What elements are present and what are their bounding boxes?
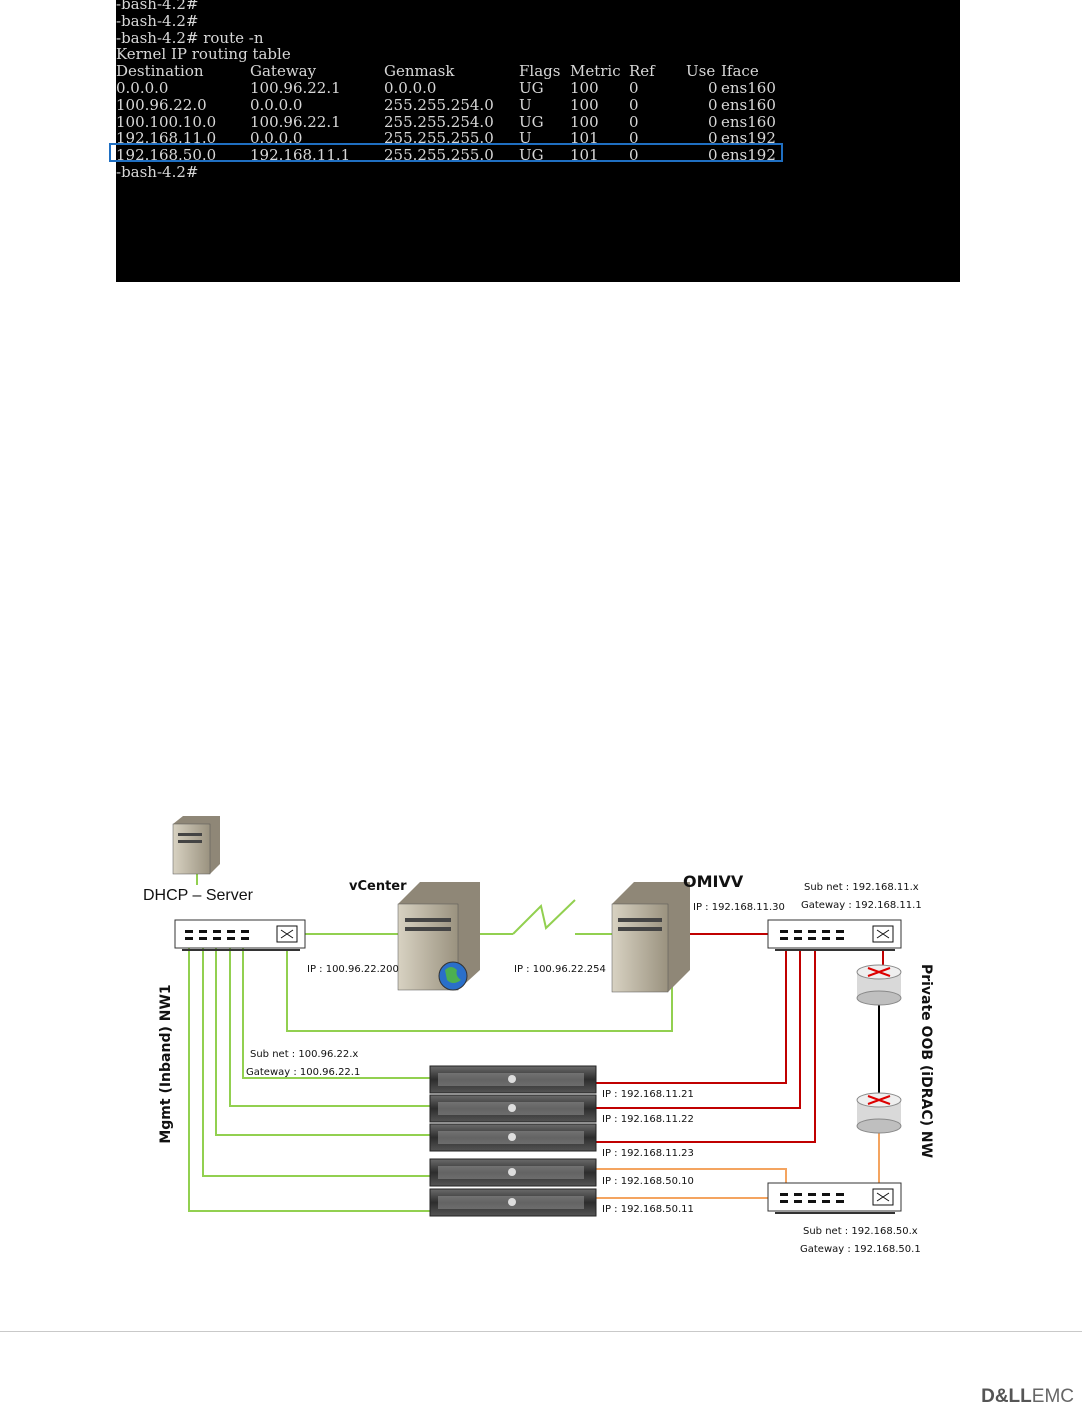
oob-network-links — [596, 933, 884, 1143]
diagram-graphics — [172, 816, 902, 1217]
terminal-cell: 0 — [708, 146, 718, 165]
rack-server-icon-2 — [429, 1094, 597, 1123]
vcenter-ip: IP : 100.96.22.200 — [307, 964, 399, 975]
terminal-cell: Gateway — [250, 62, 317, 81]
terminal-cell: 0 — [629, 129, 639, 148]
network-diagram: DHCP – Server vCenter IP : 100.96.22.200… — [0, 800, 1082, 1280]
terminal-cell: 0.0.0.0 — [116, 79, 169, 97]
terminal-cell: UG — [519, 79, 544, 97]
mgmt-switch-icon — [174, 919, 306, 951]
omivv-label: OMIVV — [683, 872, 744, 891]
mgmt-network-vertical-label: Mgmt (Inband) NW1 — [158, 984, 174, 1144]
vcenter-label: vCenter — [349, 879, 407, 894]
terminal-cell: 255.255.254.0 — [384, 112, 494, 131]
terminal-cell: 0 — [629, 112, 639, 131]
terminal-cell: ens160 — [721, 95, 776, 114]
terminal-cell: UG — [519, 146, 544, 165]
terminal-cell: Ref — [629, 62, 655, 81]
terminal-cell: 0 — [629, 146, 639, 165]
oob-subnet-label: Sub net : 192.168.11.x — [804, 882, 919, 893]
terminal-cell: UG — [519, 112, 544, 131]
server-ip-1: IP : 192.168.11.21 — [602, 1089, 694, 1100]
terminal-cell: 0 — [629, 79, 639, 97]
footer-divider — [0, 1331, 1082, 1332]
terminal-cell: -bash-4.2# — [116, 0, 199, 13]
oob2-switch-icon — [767, 1182, 902, 1214]
terminal-cell: Metric — [570, 62, 621, 81]
terminal-cell: 100.96.22.1 — [250, 112, 341, 131]
dell-emc-logo: D&LLEMC — [981, 1386, 1074, 1408]
omivv-ip-mgmt: IP : 100.96.22.254 — [514, 964, 606, 975]
server-ip-4: IP : 192.168.50.10 — [602, 1176, 694, 1187]
terminal-cell: U — [519, 95, 532, 114]
server-ip-5: IP : 192.168.50.11 — [602, 1204, 694, 1215]
terminal-cell: ens192 — [721, 129, 776, 148]
terminal-cell: Genmask — [384, 62, 455, 81]
omivv-server-icon — [611, 882, 690, 993]
terminal-cell: 0 — [708, 95, 718, 114]
terminal-cell: U — [519, 129, 532, 148]
terminal-cell: 101 — [570, 146, 599, 165]
terminal-cell: 0.0.0.0 — [384, 79, 437, 97]
terminal-cell: Use — [686, 62, 716, 81]
router-icon-bottom — [856, 1092, 902, 1134]
terminal-cell: 192.168.11.0 — [116, 129, 217, 148]
terminal-cell: 100 — [570, 95, 599, 114]
terminal-cell: 0 — [708, 129, 718, 148]
terminal-cell: Iface — [721, 62, 759, 81]
mgmt-gateway-label: Gateway : 100.96.22.1 — [246, 1067, 361, 1078]
terminal-cell: Destination — [116, 62, 204, 81]
oob-switch-icon — [767, 919, 902, 951]
terminal-cell: 0 — [708, 112, 718, 131]
router-icon-top — [856, 964, 902, 1006]
dhcp-server-label: DHCP – Server — [143, 887, 253, 904]
terminal-cell: 100.96.22.0 — [116, 95, 207, 114]
terminal-cell: 192.168.11.1 — [250, 146, 351, 165]
terminal-cell: 255.255.254.0 — [384, 95, 494, 114]
terminal-cell: -bash-4.2# route -n — [116, 28, 264, 47]
server-ip-2: IP : 192.168.11.22 — [602, 1114, 694, 1125]
terminal-cell: 100 — [570, 79, 599, 97]
server-ip-3: IP : 192.168.11.23 — [602, 1148, 694, 1159]
oob2-gateway-label: Gateway : 192.168.50.1 — [800, 1244, 921, 1255]
terminal-cell: 100.100.10.0 — [116, 112, 217, 131]
terminal-cell: ens192 — [721, 146, 776, 165]
terminal-cell: -bash-4.2# — [116, 11, 199, 30]
terminal-cell: 192.168.50.0 — [116, 146, 217, 165]
dhcp-server-icon — [172, 816, 220, 875]
oob-network-vertical-label: Private OOB (iDRAC) NW — [918, 963, 934, 1159]
omivv-ip-oob: IP : 192.168.11.30 — [693, 902, 785, 913]
terminal-cell: 101 — [570, 129, 599, 148]
rack-server-icon-5 — [429, 1188, 597, 1217]
rack-server-icon-4 — [429, 1158, 597, 1187]
terminal-cell: 100 — [570, 112, 599, 131]
terminal-cell: 255.255.255.0 — [384, 129, 494, 148]
oob-gateway-label: Gateway : 192.168.11.1 — [801, 900, 922, 911]
mgmt-subnet-label: Sub net : 100.96.22.x — [250, 1049, 359, 1060]
terminal-cell: Flags — [519, 62, 561, 81]
vcenter-server-icon — [397, 882, 480, 991]
terminal-cell: ens160 — [721, 79, 776, 97]
rack-server-icon-3 — [429, 1123, 597, 1152]
highlighted-route-row — [109, 143, 783, 162]
logo-emc: EMC — [1031, 1386, 1074, 1407]
terminal-cell: 255.255.255.0 — [384, 146, 494, 165]
oob2-subnet-label: Sub net : 192.168.50.x — [803, 1226, 918, 1237]
terminal-cell: 0 — [629, 95, 639, 114]
terminal-cell: ens160 — [721, 112, 776, 131]
terminal-cell: 0.0.0.0 — [250, 95, 303, 114]
terminal-cell: 0.0.0.0 — [250, 129, 303, 148]
wan-link-icon — [512, 899, 576, 935]
rack-servers — [429, 1065, 597, 1217]
logo-dell: D&LL — [981, 1386, 1032, 1407]
terminal-cell: -bash-4.2# — [116, 163, 199, 181]
rack-server-icon-1 — [429, 1065, 597, 1094]
terminal-cell: Kernel IP routing table — [116, 45, 291, 64]
terminal-cell: 0 — [708, 79, 718, 97]
terminal-cell: 100.96.22.1 — [250, 79, 341, 97]
